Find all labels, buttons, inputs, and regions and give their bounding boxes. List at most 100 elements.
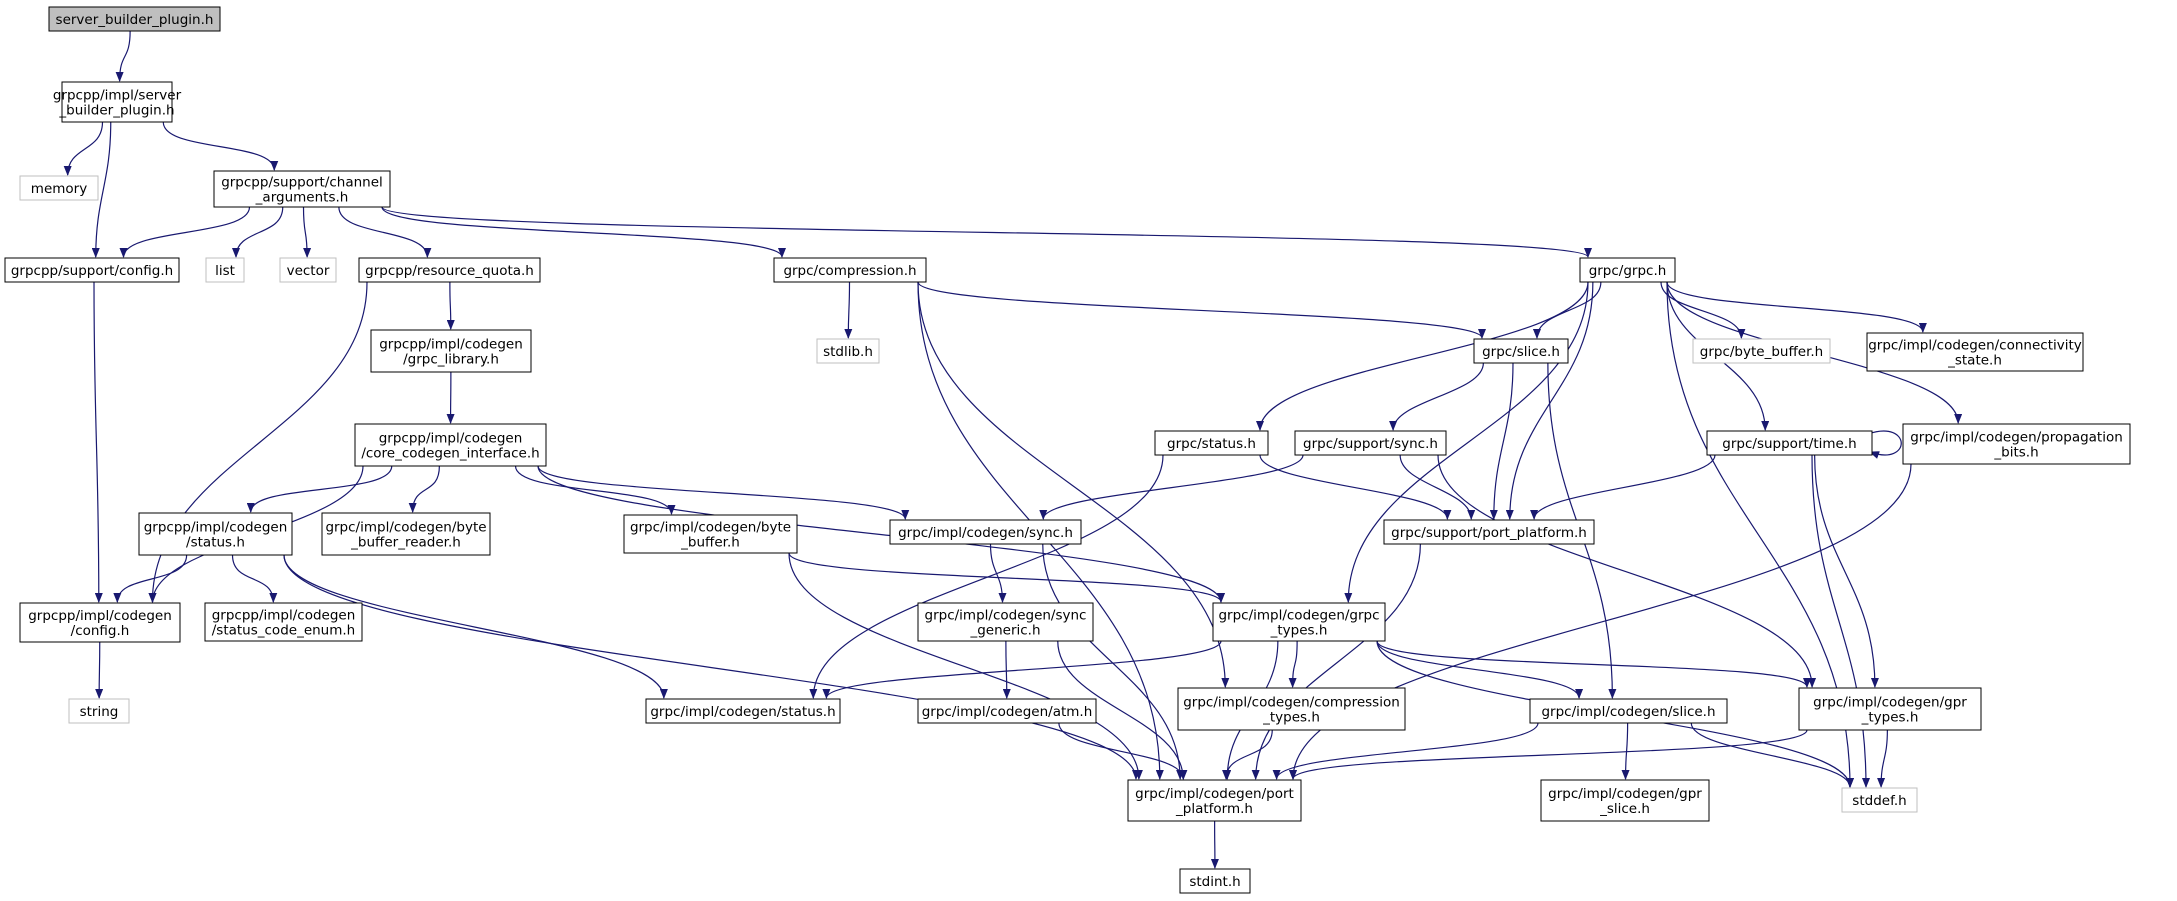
node-cg-port-platform[interactable]: grpc/impl/codegen/port_platform.h — [1127, 779, 1302, 822]
node-chan-args[interactable]: grpcpp/support/channel_arguments.h — [213, 170, 391, 208]
node-label: server_builder_plugin.h — [56, 12, 214, 28]
edge-sup_config-to-cg_config — [93, 281, 103, 603]
node-label: grpc/support/port_platform.h — [1391, 525, 1587, 541]
edge-slice_h-to-sup_sync — [1389, 362, 1484, 431]
edge-grpc_types-to-cg_status_c — [822, 640, 1222, 699]
edge-chan_args-to-sup_config — [119, 206, 251, 258]
edge-cg_status_cpp-to-cg_port_platform — [283, 554, 1140, 780]
edge-grpc_types-to-cg_slice — [1376, 640, 1584, 699]
node-status-code-enum[interactable]: grpcpp/impl/codegen/status_code_enum.h — [204, 602, 363, 642]
node-box — [1579, 257, 1676, 283]
node-label: _types.h — [1861, 710, 1919, 726]
node-box — [917, 602, 1094, 642]
node-label: _buffer_reader.h — [350, 535, 461, 551]
node-label: grpcpp/support/channel — [221, 175, 383, 191]
edge-chan_args-to-vector — [302, 206, 312, 258]
edge-atm-to-cg_port_platform — [1058, 722, 1188, 780]
node-label: grpc/impl/codegen/propagation — [1910, 430, 2123, 446]
node-box — [321, 512, 491, 556]
node-label: grpcpp/impl/codegen — [28, 608, 172, 624]
node-slice-h[interactable]: grpc/slice.h — [1473, 338, 1569, 364]
node-core-codegen[interactable]: grpcpp/impl/codegen/core_codegen_interfa… — [354, 423, 547, 467]
edge-cg_config-to-string — [95, 641, 104, 699]
edge-core_codegen-to-bb_reader — [408, 465, 440, 513]
node-box — [1127, 779, 1302, 822]
node-box — [204, 602, 363, 642]
node-label: /core_codegen_interface.h — [361, 446, 539, 462]
node-label: _bits.h — [1993, 445, 2038, 461]
node-cg-status-c[interactable]: grpc/impl/codegen/status.h — [645, 698, 841, 724]
node-label: grpc/impl/codegen/gpr — [1548, 786, 1702, 802]
edge-port_platform_sup-to-cg_port_platform — [1251, 543, 1421, 780]
edge-core_codegen-to-cg_sync — [537, 465, 910, 520]
edge-grpc_h-to-grpc_types — [1344, 281, 1589, 603]
edge-root-to-impl_sbp — [115, 30, 131, 82]
edge-chan_args-to-grpc_h — [381, 206, 1592, 258]
edge-grpc_h-to-port_platform_sup — [1505, 281, 1594, 520]
node-port-platform-sup[interactable]: grpc/support/port_platform.h — [1383, 519, 1595, 545]
node-atm[interactable]: grpc/impl/codegen/atm.h — [917, 698, 1097, 724]
node-label: _slice.h — [1599, 801, 1650, 817]
node-label: grpc/support/sync.h — [1303, 436, 1438, 452]
node-grpc-h[interactable]: grpc/grpc.h — [1579, 257, 1676, 283]
node-grpc-types[interactable]: grpc/impl/codegen/grpc_types.h — [1212, 602, 1386, 642]
edge-res_quota-to-grpc_library — [446, 281, 455, 330]
node-memory: memory — [19, 175, 99, 201]
node-label: grpc/impl/codegen/compression — [1183, 695, 1400, 711]
node-res-quota[interactable]: grpcpp/resource_quota.h — [358, 257, 541, 283]
node-cg-sync[interactable]: grpc/impl/codegen/sync.h — [889, 519, 1082, 545]
node-label: grpc/slice.h — [1482, 344, 1560, 360]
node-gpr-types[interactable]: grpc/impl/codegen/gpr_types.h — [1798, 687, 1982, 731]
node-compression[interactable]: grpc/compression.h — [773, 257, 927, 283]
edge-cg_bytebuf-to-grpc_types — [788, 552, 1225, 603]
node-box — [1212, 602, 1386, 642]
node-sup-config[interactable]: grpcpp/support/config.h — [4, 257, 180, 283]
edge-cg_sync-to-cg_port_platform — [1042, 543, 1185, 780]
edge-slice_h-to-port_platform_sup — [1489, 362, 1514, 520]
edge-cg_slice-to-cg_port_platform — [1272, 722, 1539, 780]
node-label: /status_code_enum.h — [212, 623, 356, 639]
node-label: grpc/compression.h — [783, 263, 916, 279]
edge-impl_sbp-to-memory — [63, 121, 104, 176]
node-sup-sync[interactable]: grpc/support/sync.h — [1294, 430, 1447, 456]
node-label: grpc/impl/codegen/gpr — [1813, 695, 1967, 711]
edge-impl_sbp-to-sup_config — [91, 121, 112, 258]
node-label: grpcpp/impl/codegen — [212, 608, 356, 624]
node-box — [370, 329, 532, 373]
edge-chan_args-to-list — [232, 206, 284, 258]
node-label: vector — [287, 263, 330, 279]
edge-gpr_types-to-stddef — [1877, 729, 1888, 788]
node-label: /grpc_library.h — [403, 352, 499, 368]
node-box — [889, 519, 1082, 545]
node-impl-sbp[interactable]: grpcpp/impl/server_builder_plugin.h — [53, 81, 182, 123]
node-label: grpc/impl/codegen/status.h — [650, 704, 835, 720]
node-status-h[interactable]: grpc/status.h — [1154, 430, 1269, 456]
node-cg-config[interactable]: grpcpp/impl/codegen/config.h — [19, 602, 181, 643]
edge-sync_generic-to-atm — [1002, 640, 1011, 699]
node-cg-status-cpp[interactable]: grpcpp/impl/codegen/status.h — [138, 512, 293, 556]
node-label: grpcpp/resource_quota.h — [365, 263, 534, 279]
node-box — [1866, 332, 2084, 372]
node-sup-time[interactable]: grpc/support/time.h — [1706, 430, 1873, 456]
node-grpc-library[interactable]: grpcpp/impl/codegen/grpc_library.h — [370, 329, 532, 373]
node-conn-state[interactable]: grpc/impl/codegen/connectivity_state.h — [1866, 332, 2084, 372]
node-compression-types[interactable]: grpc/impl/codegen/compression_types.h — [1177, 687, 1406, 731]
node-prop-bits[interactable]: grpc/impl/codegen/propagation_bits.h — [1902, 423, 2131, 465]
node-sync-generic[interactable]: grpc/impl/codegen/sync_generic.h — [917, 602, 1094, 642]
edge-cg_status_cpp-to-cg_config — [113, 554, 188, 603]
node-label: _state.h — [1947, 353, 2002, 369]
node-box — [68, 698, 130, 724]
node-box — [1383, 519, 1595, 545]
node-gpr-slice[interactable]: grpc/impl/codegen/gpr_slice.h — [1540, 779, 1710, 822]
node-cg-bytebuf[interactable]: grpc/impl/codegen/byte_buffer.h — [623, 514, 798, 554]
node-label: stddef.h — [1852, 793, 1906, 809]
node-label: _buffer.h — [680, 535, 740, 551]
node-bb-reader[interactable]: grpc/impl/codegen/byte_buffer_reader.h — [321, 512, 491, 556]
node-stdint[interactable]: stdint.h — [1179, 868, 1251, 894]
node-label: _generic.h — [969, 623, 1040, 639]
node-cg-slice[interactable]: grpc/impl/codegen/slice.h — [1529, 698, 1728, 724]
edge-compression_types-to-cg_port_platform — [1222, 729, 1273, 780]
node-root[interactable]: server_builder_plugin.h — [48, 6, 221, 32]
edge-sup_time-self-loop — [1867, 430, 1902, 459]
node-label: grpc/impl/codegen/port — [1135, 786, 1294, 802]
